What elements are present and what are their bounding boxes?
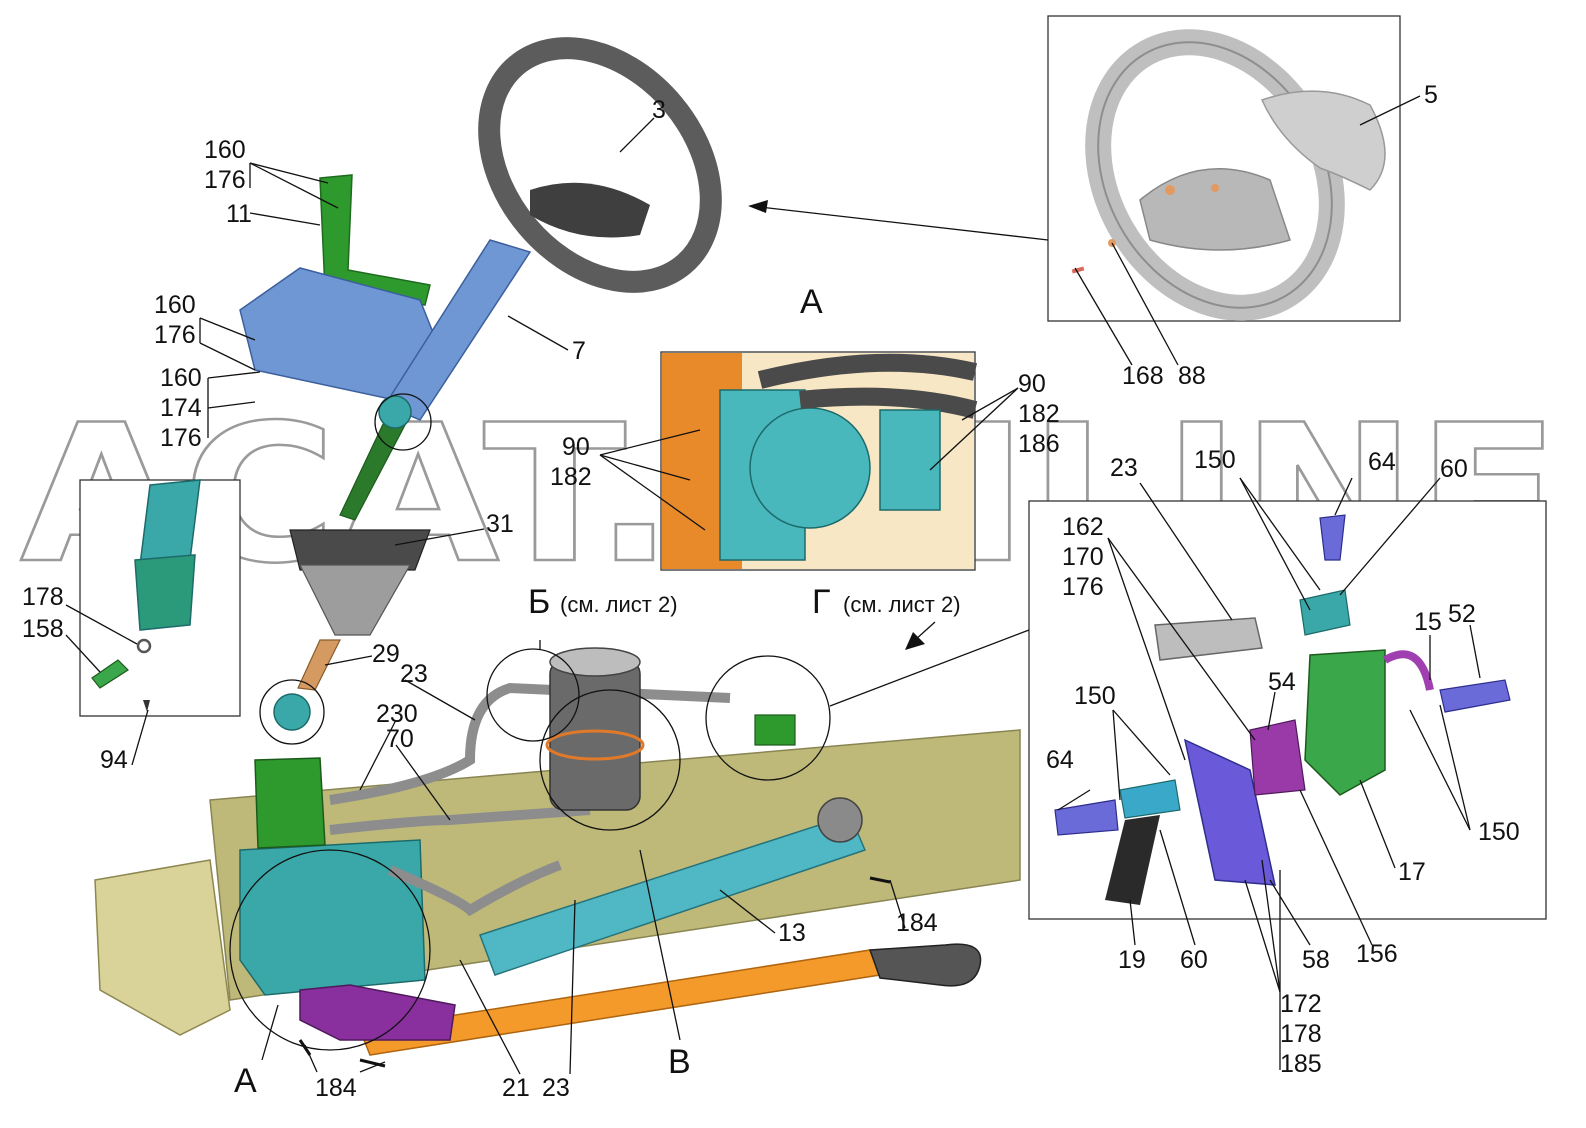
label-230: 230 xyxy=(376,700,418,728)
label-170: 170 xyxy=(1062,543,1104,571)
label-23c: 23 xyxy=(1110,454,1138,482)
label-176b: 176 xyxy=(154,321,196,349)
drag-link-end xyxy=(868,943,982,987)
label-23a: 23 xyxy=(400,660,428,688)
label-7: 7 xyxy=(572,337,586,365)
label-184a: 184 xyxy=(896,909,938,937)
label-21: 21 xyxy=(502,1074,530,1102)
label-156: 156 xyxy=(1356,940,1398,968)
inset-screw-168 xyxy=(1071,266,1085,274)
detail-cardan-content xyxy=(91,479,201,712)
callout-circle-lower-cardan xyxy=(259,679,325,745)
label-186: 186 xyxy=(1018,430,1060,458)
callout-B: Б xyxy=(528,583,550,621)
label-88: 88 xyxy=(1178,362,1206,390)
label-172: 172 xyxy=(1280,990,1322,1018)
boot-housing xyxy=(299,564,412,636)
label-64b: 64 xyxy=(1046,746,1074,774)
inset-arrow-line xyxy=(759,206,1049,241)
label-160b: 160 xyxy=(154,291,196,319)
label-176c: 176 xyxy=(160,424,202,452)
label-160a: 160 xyxy=(204,136,246,164)
callout-circle-gear xyxy=(229,849,431,1051)
hydraulic-pipe-70 xyxy=(329,805,591,835)
label-19: 19 xyxy=(1118,946,1146,974)
label-15: 15 xyxy=(1414,608,1442,636)
callout-V: В xyxy=(668,1043,691,1081)
label-182b: 182 xyxy=(550,463,592,491)
marker-184-b xyxy=(298,1039,312,1056)
label-52: 52 xyxy=(1448,600,1476,628)
hydraulic-pipe-21 xyxy=(388,860,562,917)
steering-wheel xyxy=(478,37,722,293)
leader-lines xyxy=(65,95,1481,1075)
label-60b: 60 xyxy=(1180,946,1208,974)
label-94: 94 xyxy=(100,746,128,774)
detail-G-frame xyxy=(1028,500,1547,920)
label-54: 54 xyxy=(1268,668,1296,696)
boot-31 xyxy=(289,529,431,571)
hydraulic-pipe-23 xyxy=(329,682,731,805)
label-23b: 23 xyxy=(542,1074,570,1102)
cardan-joint-lower xyxy=(273,693,311,731)
label-174: 174 xyxy=(160,394,202,422)
inset-arrow-head xyxy=(748,200,768,213)
callout-circle-B xyxy=(486,648,580,742)
cardan-joint-upper xyxy=(378,395,412,429)
cylinder-end-fitting xyxy=(817,797,863,843)
label-90a: 90 xyxy=(1018,370,1046,398)
label-64a: 64 xyxy=(1368,448,1396,476)
steering-gear xyxy=(239,839,426,996)
label-5: 5 xyxy=(1424,81,1438,109)
label-11: 11 xyxy=(226,200,252,228)
detail-G-parts xyxy=(1054,514,1511,905)
callout-A-main: A xyxy=(800,283,823,321)
callout-circle-G xyxy=(705,655,831,781)
pump-valve xyxy=(754,714,796,746)
label-178a: 178 xyxy=(22,583,64,611)
power-cylinder-13 xyxy=(479,814,867,976)
part-labels: 3 5 168 88 160 176 11 160 176 7 160 174 … xyxy=(22,81,1520,1102)
callout-circle-A-top xyxy=(374,393,432,451)
steering-gear-top xyxy=(254,757,326,849)
oil-reservoir xyxy=(545,647,645,811)
label-70: 70 xyxy=(386,725,414,753)
label-160c: 160 xyxy=(160,364,202,392)
label-90b: 90 xyxy=(562,433,590,461)
pitman-arm xyxy=(299,984,456,1041)
callout-A-bottom: A xyxy=(234,1062,257,1100)
label-150b: 150 xyxy=(1074,682,1116,710)
label-158: 158 xyxy=(22,615,64,643)
callout-G: Г xyxy=(812,583,830,621)
callout-circle-V xyxy=(539,689,681,831)
label-185: 185 xyxy=(1280,1050,1322,1078)
label-150a: 150 xyxy=(1194,446,1236,474)
label-29: 29 xyxy=(372,640,400,668)
label-3: 3 xyxy=(652,96,666,124)
marker-184-c xyxy=(359,1058,386,1068)
detail-A-content xyxy=(662,353,978,569)
inset-horn-cover xyxy=(1260,90,1386,191)
callout-B-note: (см. лист 2) xyxy=(560,592,678,617)
label-168: 168 xyxy=(1122,362,1164,390)
label-182a: 182 xyxy=(1018,400,1060,428)
label-176d: 176 xyxy=(1062,573,1104,601)
label-60a: 60 xyxy=(1440,455,1468,483)
label-17: 17 xyxy=(1398,858,1426,886)
label-176a: 176 xyxy=(204,166,246,194)
callout-G-note: (см. лист 2) xyxy=(843,592,961,617)
steering-column-7 xyxy=(383,239,532,421)
label-13: 13 xyxy=(778,919,806,947)
label-178b: 178 xyxy=(1280,1020,1322,1048)
label-31: 31 xyxy=(486,510,514,538)
label-150c: 150 xyxy=(1478,818,1520,846)
label-184b: 184 xyxy=(315,1074,357,1102)
label-58: 58 xyxy=(1302,946,1330,974)
marker-184-a xyxy=(869,876,891,884)
label-162: 162 xyxy=(1062,513,1104,541)
frame-bracket xyxy=(94,859,231,1036)
